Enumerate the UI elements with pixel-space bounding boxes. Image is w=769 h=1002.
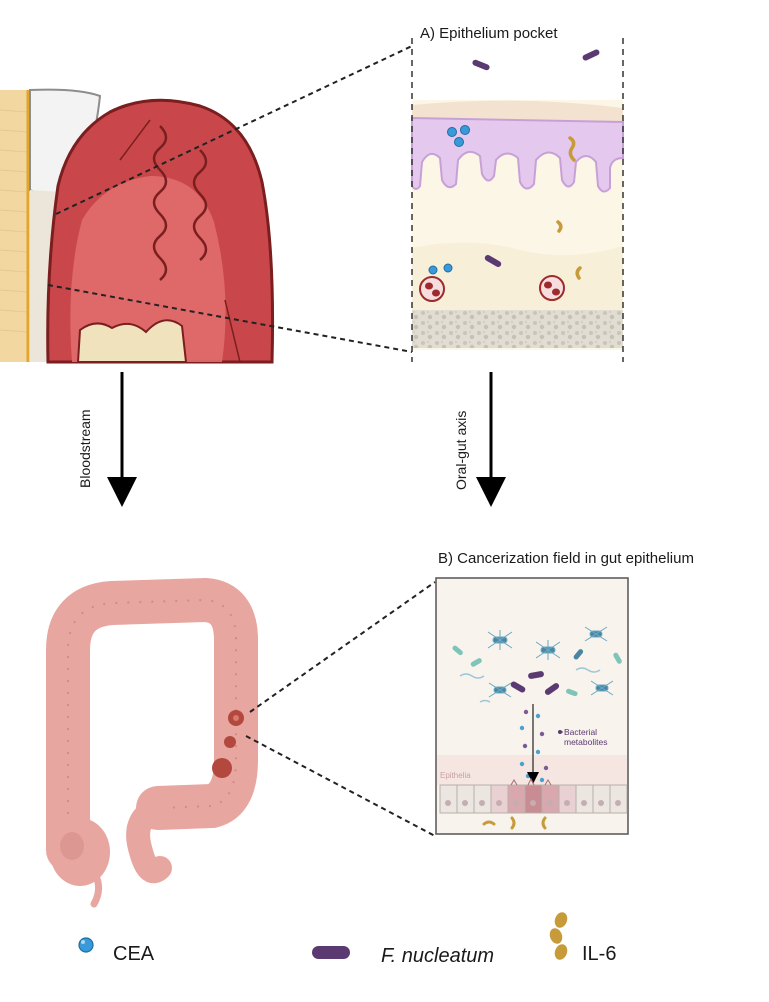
panel-b-title: B) Cancerization field in gut epithelium — [438, 550, 694, 567]
tooth-gum-illustration — [0, 88, 275, 364]
f-nucleatum-icon — [312, 946, 350, 959]
arrow-oral-gut-label: Oral-gut axis — [453, 411, 469, 490]
legend-item-il6: IL-6 — [549, 912, 616, 965]
panel-a-title: A) Epithelium pocket — [420, 25, 558, 42]
legend-label-il6: IL-6 — [582, 943, 616, 965]
cea-icon-highlight — [81, 940, 85, 944]
legend-label-f-nucleatum: F. nucleatum — [381, 945, 494, 967]
arrow-bloodstream-label: Bloodstream — [77, 409, 93, 488]
epithelia-label: Epithelia — [440, 771, 471, 780]
legend: CEA F. nucleatum IL-6 — [78, 912, 616, 967]
legend-item-f-nucleatum: F. nucleatum — [312, 945, 494, 967]
legend-label-cea: CEA — [113, 943, 155, 965]
panel-a-epithelium-pocket: A) Epithelium pocket — [411, 25, 624, 362]
panel-b-cancerization-field: Bacterial metabolites Epithelia B) Canc — [435, 550, 694, 835]
metabolites-label-line2: metabolites — [564, 737, 607, 747]
colon-illustration — [46, 577, 258, 908]
cea-icon — [78, 937, 94, 953]
arrow-oral-gut-axis: Oral-gut axis — [453, 372, 506, 507]
il6-icon — [549, 912, 568, 960]
arrow-bloodstream: Bloodstream — [77, 372, 137, 507]
metabolites-label-line1: Bacterial — [564, 727, 597, 737]
legend-item-cea: CEA — [78, 937, 155, 965]
